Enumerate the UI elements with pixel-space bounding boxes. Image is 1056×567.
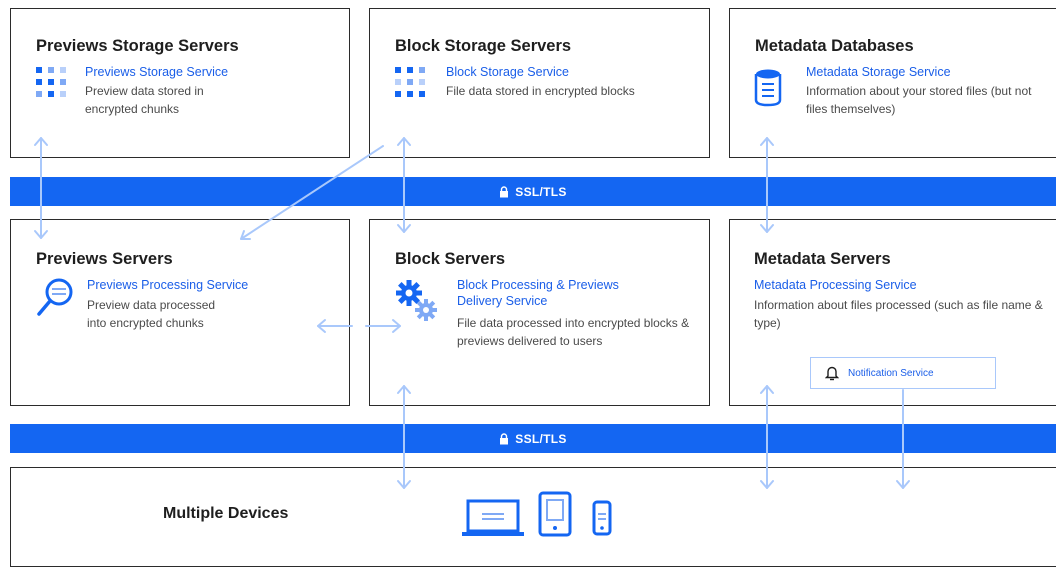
previews-storage-servers-title: Previews Storage Servers bbox=[36, 37, 239, 55]
block-servers-description: File data processed into encrypted block… bbox=[457, 316, 690, 348]
metadata-servers-title: Metadata Servers bbox=[754, 250, 891, 268]
block-storage-service-label: Block Storage Service bbox=[446, 65, 569, 79]
lock-icon bbox=[500, 185, 509, 197]
lock-icon bbox=[500, 432, 509, 444]
metadata-servers-description: Information about files processed (such … bbox=[754, 298, 1043, 330]
grid-dots-icon bbox=[395, 67, 425, 97]
phone-icon bbox=[592, 500, 612, 536]
database-icon bbox=[754, 69, 782, 107]
previews-storage-service-label: Previews Storage Service bbox=[85, 65, 229, 79]
gears-icon bbox=[396, 280, 437, 321]
block-storage-servers-box bbox=[369, 8, 710, 158]
devices-box bbox=[10, 467, 1056, 567]
block-storage-servers-title: Block Storage Servers bbox=[395, 37, 572, 55]
laptop-icon bbox=[462, 499, 524, 536]
metadata-databases-title: Metadata Databases bbox=[755, 37, 914, 55]
notification-service-label: Notification Service bbox=[848, 367, 934, 379]
previews-processing-service-label: Previews Processing Service bbox=[87, 278, 249, 292]
previews-storage-servers-box bbox=[10, 8, 350, 158]
metadata-processing-service-label: Metadata Processing Service bbox=[754, 278, 917, 292]
block-storage-description: File data stored in encrypted blocks bbox=[446, 84, 635, 98]
ssl-tls-label-bottom: SSL/TLS bbox=[515, 431, 567, 446]
tablet-icon bbox=[538, 491, 572, 537]
ssl-tls-band-bottom: SSL/TLS bbox=[10, 424, 1056, 453]
previews-servers-box bbox=[10, 219, 350, 406]
previews-servers-title: Previews Servers bbox=[36, 250, 173, 268]
previews-storage-description: Preview data stored in encrypted chunks bbox=[85, 84, 204, 116]
grid-dots-icon bbox=[36, 67, 66, 97]
block-servers-title: Block Servers bbox=[395, 250, 506, 268]
metadata-storage-service-label: Metadata Storage Service bbox=[806, 65, 951, 79]
metadata-databases-box bbox=[729, 8, 1056, 158]
ssl-tls-band-top: SSL/TLS bbox=[10, 177, 1056, 206]
metadata-databases-description: Information about your stored files (but… bbox=[806, 84, 1032, 116]
arrow-block-storage-to-previews bbox=[240, 145, 384, 240]
previews-servers-description: Preview data processed into encrypted ch… bbox=[87, 298, 216, 330]
ssl-tls-label-top: SSL/TLS bbox=[515, 184, 567, 199]
bell-icon bbox=[825, 366, 839, 381]
notification-service-box: Notification Service bbox=[810, 357, 996, 389]
magnifier-icon bbox=[37, 278, 73, 316]
block-processing-service-label: Block Processing & Previews Delivery Ser… bbox=[457, 278, 619, 308]
connector-arrows bbox=[34, 137, 910, 489]
devices-title: Multiple Devices bbox=[163, 505, 289, 522]
